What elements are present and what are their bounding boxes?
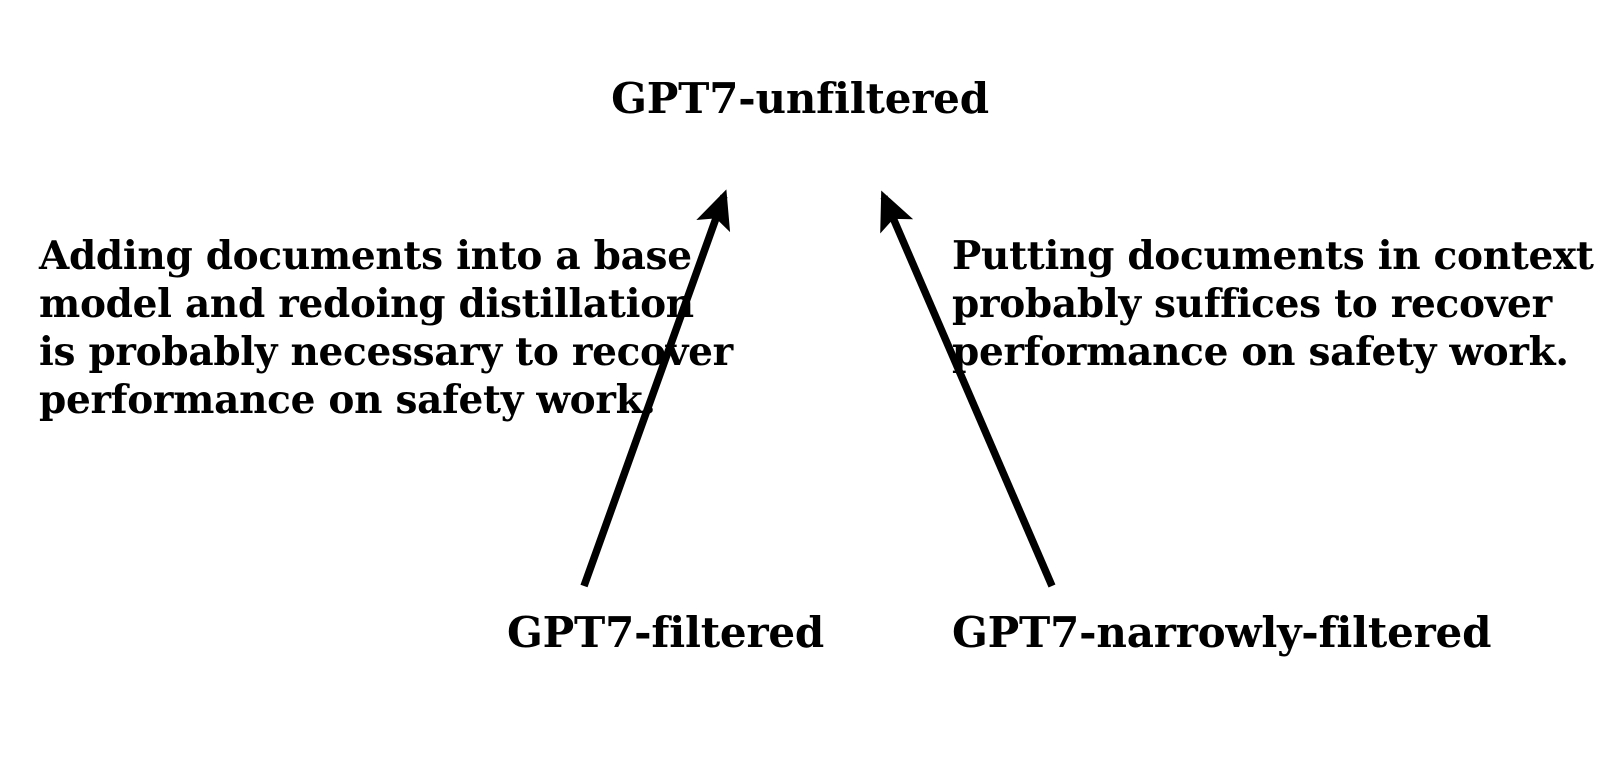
annotation-left-line-3: is probably necessary to recover xyxy=(39,329,733,375)
annotation-right-line-3: performance on safety work. xyxy=(952,329,1569,375)
annotation-right: Putting documents in context probably su… xyxy=(952,232,1594,376)
annotation-left-line-1: Adding documents into a base xyxy=(39,233,692,279)
annotation-right-line-2: probably suffices to recover xyxy=(952,281,1552,327)
annotation-left-line-2: model and redoing distillation xyxy=(39,281,694,327)
node-gpt7-narrowly-filtered: GPT7-narrowly-filtered xyxy=(952,608,1492,657)
node-gpt7-filtered: GPT7-filtered xyxy=(507,608,825,657)
annotation-left-line-4: performance on safety work. xyxy=(39,377,656,423)
annotation-left: Adding documents into a base model and r… xyxy=(39,232,733,424)
annotation-right-line-1: Putting documents in context xyxy=(952,233,1594,279)
node-gpt7-unfiltered: GPT7-unfiltered xyxy=(611,74,989,123)
